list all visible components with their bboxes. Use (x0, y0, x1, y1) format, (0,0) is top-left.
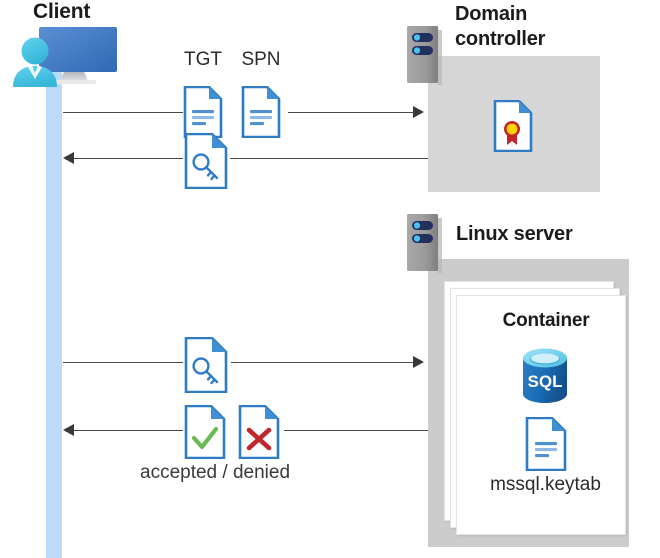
flow-line-client-to-container-right (231, 362, 413, 363)
text-document-icon (525, 416, 567, 476)
flow-line-container-to-client-left (73, 430, 183, 431)
domain-controller-title-line2: controller (455, 28, 546, 50)
flow-line-dc-to-client-right (230, 158, 428, 159)
domain-controller-title-line1: Domain (455, 3, 528, 25)
text-document-icon (183, 85, 223, 143)
arrowhead-left-container-to-client (63, 424, 74, 436)
sql-label: SQL (528, 372, 563, 391)
key-document-icon (184, 132, 228, 194)
flow-line-container-to-client-right (284, 430, 428, 431)
arrowhead-left-dc-to-client (63, 152, 74, 164)
client-title: Client (33, 0, 91, 23)
cross-document-icon (238, 404, 280, 464)
flow-line-client-to-container-left (63, 362, 183, 363)
desktop-computer-icon (8, 25, 128, 87)
arrowhead-right-client-to-container (413, 356, 424, 368)
flow-line-client-to-dc-right (288, 112, 413, 113)
tgt-label: TGT (184, 49, 222, 70)
keytab-filename-label: mssql.keytab (490, 474, 601, 495)
flow-line-dc-to-client-left (73, 158, 183, 159)
spn-label: SPN (241, 49, 281, 70)
certificate-document-icon (493, 99, 533, 157)
key-document-icon (184, 336, 228, 398)
person-icon (8, 33, 64, 88)
text-document-icon (241, 85, 281, 143)
server-rack-icon (406, 25, 443, 85)
arrowhead-right-client-to-dc (413, 106, 424, 118)
domain-controller-title: Domain controller (455, 2, 635, 52)
flow-line-client-to-dc-left (63, 112, 183, 113)
client-lifeline (46, 62, 62, 558)
linux-server-title: Linux server (456, 223, 573, 245)
container-card-front (456, 295, 626, 535)
accepted-denied-label: accepted / denied (140, 462, 291, 483)
sql-database-icon: SQL (519, 347, 571, 410)
container-title: Container (502, 310, 590, 331)
server-rack-icon (406, 213, 443, 273)
checkmark-document-icon (184, 404, 226, 464)
